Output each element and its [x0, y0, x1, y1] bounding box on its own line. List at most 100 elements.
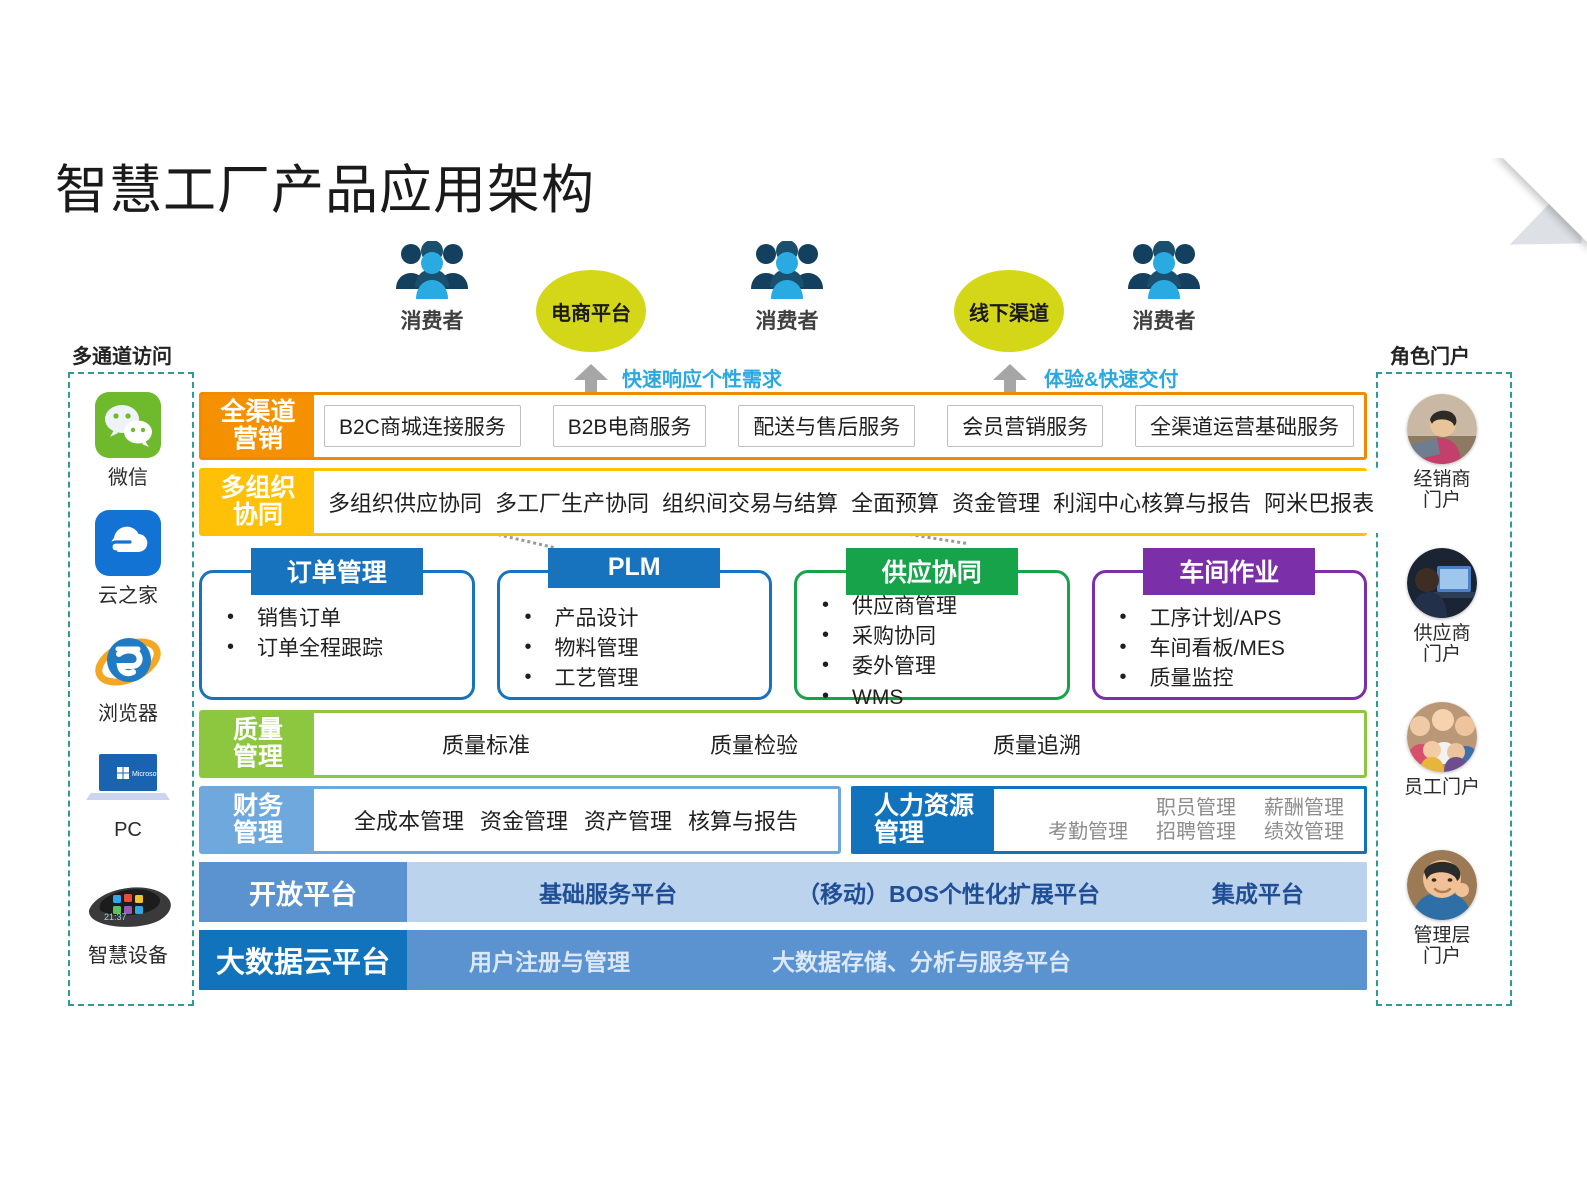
layer-big-data-cloud: 大数据云平台 用户注册与管理 大数据存储、分析与服务平台	[199, 930, 1367, 990]
channel-item-pc[interactable]: Microsoft PC	[68, 748, 188, 841]
module-item: 采购协同	[812, 621, 1060, 652]
module-title: 供应协同	[845, 548, 1018, 595]
role-label: 经销商 门户	[1413, 469, 1471, 512]
big-data-item: 用户注册与管理	[469, 949, 630, 975]
annotation-experience-delivery: 体验&快速交付	[1044, 369, 1179, 391]
finance-item: 核算与报告	[688, 809, 799, 834]
ecommerce-platform-label: 电商平台	[551, 302, 631, 325]
channel-item-smart-device[interactable]: 21:37 智慧设备	[68, 868, 188, 967]
layer-omni-channel: 全渠道 营销 B2C商城连接服务 B2B电商服务 配送与售后服务 会员营销服务 …	[199, 392, 1367, 460]
role-portal-dealer[interactable]: 经销商 门户	[1377, 394, 1507, 512]
multi-org-item: 多工厂生产协同	[495, 491, 650, 516]
module-supply-collaboration[interactable]: 供应协同 供应商管理 采购协同 委外管理 WMS	[794, 548, 1070, 711]
layer-quality-management: 质量 管理 质量标准 质量检验 质量追溯	[199, 710, 1367, 778]
layer-hr-management: 人力资源 管理 职员管理 薪酬管理 考勤管理 招聘管理 绩效管理	[851, 786, 1367, 854]
role-portal-employee[interactable]: 员工门户	[1377, 702, 1507, 798]
layer-tag-big-data: 大数据云平台	[199, 930, 407, 990]
channel-item-wechat[interactable]: 微信	[68, 392, 188, 489]
module-item: 产品设计	[515, 603, 763, 634]
module-title: 订单管理	[250, 548, 423, 595]
finance-item: 资金管理	[479, 809, 568, 834]
quality-item: 质量标准	[442, 733, 531, 758]
manager-avatar	[1407, 850, 1477, 920]
people-group-icon	[386, 240, 478, 299]
layer-tag-omni-channel: 全渠道 营销	[202, 395, 314, 457]
finance-item: 全成本管理	[353, 809, 464, 834]
open-platform-item: 基础服务平台	[539, 881, 677, 907]
role-portal-manager[interactable]: 管理层 门户	[1377, 850, 1507, 968]
internet-explorer-icon	[93, 638, 163, 698]
role-label: 员工门户	[1403, 777, 1480, 798]
role-portal-supplier[interactable]: 供应商 门户	[1377, 548, 1507, 666]
channel-label: 微信	[108, 467, 148, 489]
consumer-label: 消费者	[755, 310, 819, 333]
module-item: WMS	[812, 682, 1060, 713]
channel-item-browser[interactable]: 浏览器	[68, 628, 188, 725]
service-chip[interactable]: B2C商城连接服务	[324, 405, 521, 447]
cloud-icon	[95, 510, 161, 580]
layer-body-finance: 全成本管理 资金管理 资产管理 核算与报告	[314, 789, 838, 851]
big-data-item: 大数据存储、分析与服务平台	[772, 949, 1071, 975]
page-curl-decoration	[1491, 158, 1587, 254]
wechat-icon	[95, 392, 161, 462]
hr-item: 职员管理	[1156, 796, 1236, 819]
service-chip[interactable]: B2B电商服务	[552, 405, 707, 447]
annotation-fast-response: 快速响应个性需求	[622, 369, 782, 391]
layer-tag-finance: 财务 管理	[202, 789, 314, 851]
hr-item: 招聘管理	[1156, 821, 1236, 843]
consumer-node: 消费者	[1118, 240, 1210, 335]
quality-item: 质量追溯	[993, 733, 1082, 758]
role-label: 管理层 门户	[1413, 925, 1471, 968]
layer-open-platform: 开放平台 基础服务平台 （移动）BOS个性化扩展平台 集成平台	[199, 862, 1367, 922]
module-workshop-operations[interactable]: 车间作业 工序计划/APS 车间看板/MES 质量监控	[1091, 548, 1367, 700]
multi-org-item: 多组织供应协同	[328, 491, 483, 516]
hr-row-bottom: 考勤管理 招聘管理 绩效管理	[994, 820, 1364, 844]
layer-tag-multi-org: 多组织 协同	[202, 471, 314, 533]
module-order-management[interactable]: 订单管理 销售订单 订单全程跟踪	[199, 548, 475, 700]
channel-label: 浏览器	[98, 703, 158, 725]
module-item: 质量监控	[1110, 663, 1358, 694]
layer-body-open-platform: 基础服务平台 （移动）BOS个性化扩展平台 集成平台	[407, 862, 1367, 922]
finance-hr-row: 财务 管理 全成本管理 资金管理 资产管理 核算与报告 人力资源 管理 职员管理…	[199, 786, 1367, 854]
offline-channel-label: 线下渠道	[969, 302, 1049, 325]
layer-tag-quality: 质量 管理	[202, 713, 314, 775]
layer-body-big-data: 用户注册与管理 大数据存储、分析与服务平台	[407, 930, 1367, 990]
module-item: 工序计划/APS	[1110, 603, 1358, 634]
multi-org-item: 资金管理	[952, 491, 1041, 516]
module-plm[interactable]: PLM 产品设计 物料管理 工艺管理	[496, 548, 772, 700]
page-title: 智慧工厂产品应用架构	[55, 161, 595, 220]
module-item: 供应商管理	[812, 591, 1060, 622]
channel-label: 云之家	[98, 585, 158, 607]
service-chip[interactable]: 配送与售后服务	[738, 405, 916, 447]
hr-item: 考勤管理	[1048, 821, 1128, 843]
finance-item: 资产管理	[584, 809, 673, 834]
svg-text:21:37: 21:37	[104, 912, 127, 922]
open-platform-item: （移动）BOS个性化扩展平台	[797, 881, 1100, 907]
multi-org-item: 全面预算	[851, 491, 940, 516]
svg-text:Microsoft: Microsoft	[132, 771, 160, 778]
ecommerce-platform-node: 电商平台	[536, 270, 646, 352]
people-group-icon	[741, 240, 833, 299]
service-chip[interactable]: 会员营销服务	[947, 405, 1104, 447]
service-chip[interactable]: 全渠道运营基础服务	[1135, 405, 1354, 447]
channel-label: PC	[114, 819, 142, 841]
consumer-label: 消费者	[1132, 310, 1196, 333]
offline-channel-node: 线下渠道	[954, 270, 1064, 352]
channel-item-cloud[interactable]: 云之家	[68, 510, 188, 607]
open-platform-item: 集成平台	[1211, 881, 1304, 907]
layer-multi-org: 多组织 协同 多组织供应协同 多工厂生产协同 组织间交易与结算 全面预算 资金管…	[199, 468, 1388, 536]
layer-finance-management: 财务 管理 全成本管理 资金管理 资产管理 核算与报告	[199, 786, 841, 854]
module-item: 委外管理	[812, 651, 1060, 682]
quality-item: 质量检验	[710, 733, 799, 758]
module-item: 物料管理	[515, 633, 763, 664]
layer-body-omni-channel: B2C商城连接服务 B2B电商服务 配送与售后服务 会员营销服务 全渠道运营基础…	[314, 395, 1364, 457]
smart-wearable-icon: 21:37	[80, 887, 176, 940]
hr-item: 绩效管理	[1264, 821, 1344, 843]
consumer-channel-flow: 消费者 电商平台 消费者 线下渠道	[0, 228, 1587, 552]
consumer-label: 消费者	[400, 310, 464, 333]
hr-item: 薪酬管理	[1264, 796, 1344, 819]
layer-body-multi-org: 多组织供应协同 多工厂生产协同 组织间交易与结算 全面预算 资金管理 利润中心核…	[314, 471, 1388, 533]
multi-org-item: 阿米巴报表	[1264, 491, 1375, 516]
dealer-avatar	[1407, 394, 1477, 464]
module-item: 销售订单	[217, 603, 465, 634]
